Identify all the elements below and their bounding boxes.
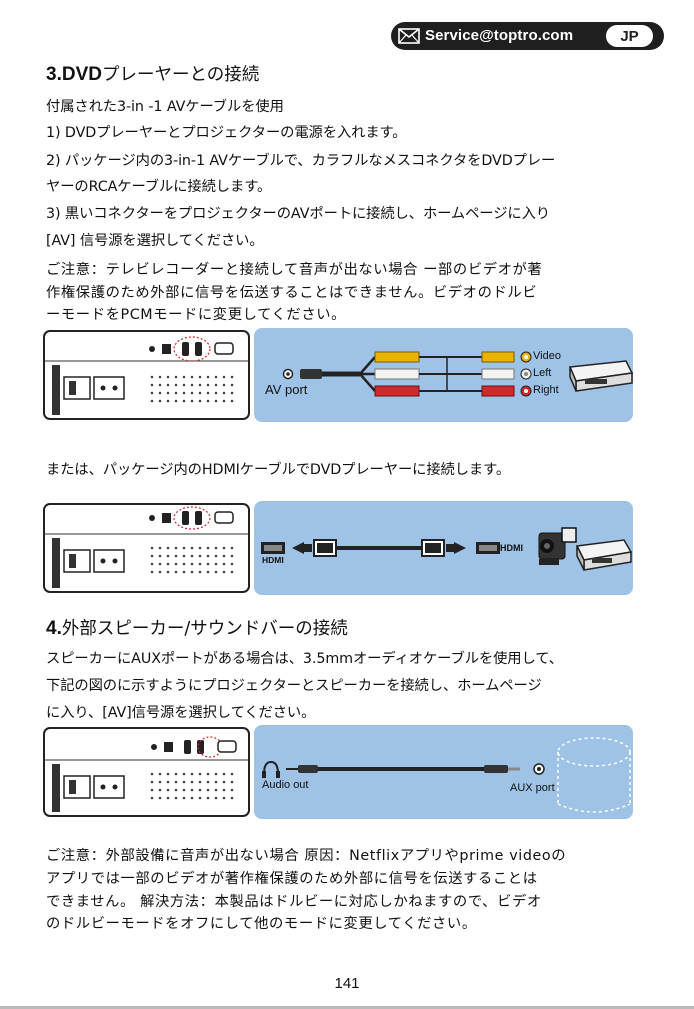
hdmi-instruction: または、パッケージ内のHDMIケーブルでDVDプレーヤーに接続します。 [46, 462, 511, 478]
video-label: Video [533, 350, 561, 362]
projector-rear-image [43, 330, 250, 420]
section3-number: 3.DVD [46, 64, 102, 85]
section3-line: 2) パッケージ内の3-in-1 AVケーブルで、カラフルなメスコネクタをDVD… [46, 153, 556, 169]
av-connection-figure: AV port Video Left Right [42, 327, 635, 425]
note2-line: できません。 解決方法：本製品はドルビーに対応しかねますので、ビデオ [46, 894, 542, 910]
aux-port-label: AUX port [510, 782, 555, 794]
section3-note: 作権保護のため外部に信号を伝送することはできません。ビデオのドルビ [46, 285, 538, 301]
section4-line: に入り、[AV]信号源を選択してください。 [46, 705, 316, 721]
section3-title: プレーヤーとの接続 [101, 65, 260, 85]
bottom-divider [0, 1006, 694, 1009]
hdmi-right-label: HDMI [500, 543, 523, 553]
audio-connection-figure: Audio out AUX port [42, 724, 635, 822]
section3-line: [AV] 信号源を選択してください。 [46, 233, 264, 249]
section4-number: 4. [46, 618, 62, 639]
right-label: Right [533, 384, 559, 396]
headphone-icon [262, 760, 280, 778]
dvd-player-icon [568, 360, 634, 392]
service-email: Service@toptro.com [425, 27, 574, 44]
note2-line: ご注意：外部設備に音声が出ない場合 原因：Netflixアプリやprime vi… [46, 848, 567, 864]
section3-line: 3) 黒いコネクターをプロジェクターのAVポートに接続し、ホームページに入り [46, 206, 550, 222]
speaker-image [557, 737, 631, 813]
note2-line: のドルビーモードをオフにして他のモードに変更してください。 [46, 916, 477, 932]
section4-title: 外部スピーカー/サウンドバーの接続 [61, 619, 348, 639]
section3-line: 1) DVDプレーヤーとプロジェクターの電源を入れます。 [46, 125, 407, 141]
camcorder-icon [538, 527, 577, 565]
audio-out-label: Audio out [262, 779, 309, 791]
envelope-icon [398, 28, 420, 44]
left-label: Left [533, 367, 552, 379]
dvd-player-icon [575, 539, 633, 571]
section3-line: ヤーのRCAケーブルに接続します。 [46, 179, 272, 195]
section3-line: 付属された3-in -1 AVケーブルを使用 [46, 99, 284, 115]
page-number: 141 [334, 975, 360, 992]
section4-line: 下記の図のに示すようにプロジェクターとスピーカーを接続し、ホームページ [46, 678, 542, 694]
section4-line: スピーカーにAUXポートがある場合は、3.5mmオーディオケーブルを使用して、 [46, 651, 563, 667]
av-port-label: AV port [265, 382, 308, 397]
projector-rear-image [43, 727, 250, 817]
section4-heading: 4.外部スピーカー/サウンドバーの接続 [46, 615, 348, 640]
note2-line: アプリでは一部のビデオが著作権保護のため外部に信号を伝送することは [46, 871, 538, 887]
section3-heading: 3.DVDプレーヤーとの接続 [46, 61, 259, 86]
hdmi-left-label: HDMI [262, 555, 284, 565]
section3-note: ーモードをPCMモードに変更してください。 [46, 307, 347, 323]
section3-note: ご注意：テレビレコーダーと接続して音声が出ない場合 ー部のビデオが著 [46, 262, 543, 278]
projector-rear-image [43, 503, 250, 593]
hdmi-connection-figure: HDMI HDMI [42, 500, 635, 598]
language-badge: JP [606, 25, 653, 47]
